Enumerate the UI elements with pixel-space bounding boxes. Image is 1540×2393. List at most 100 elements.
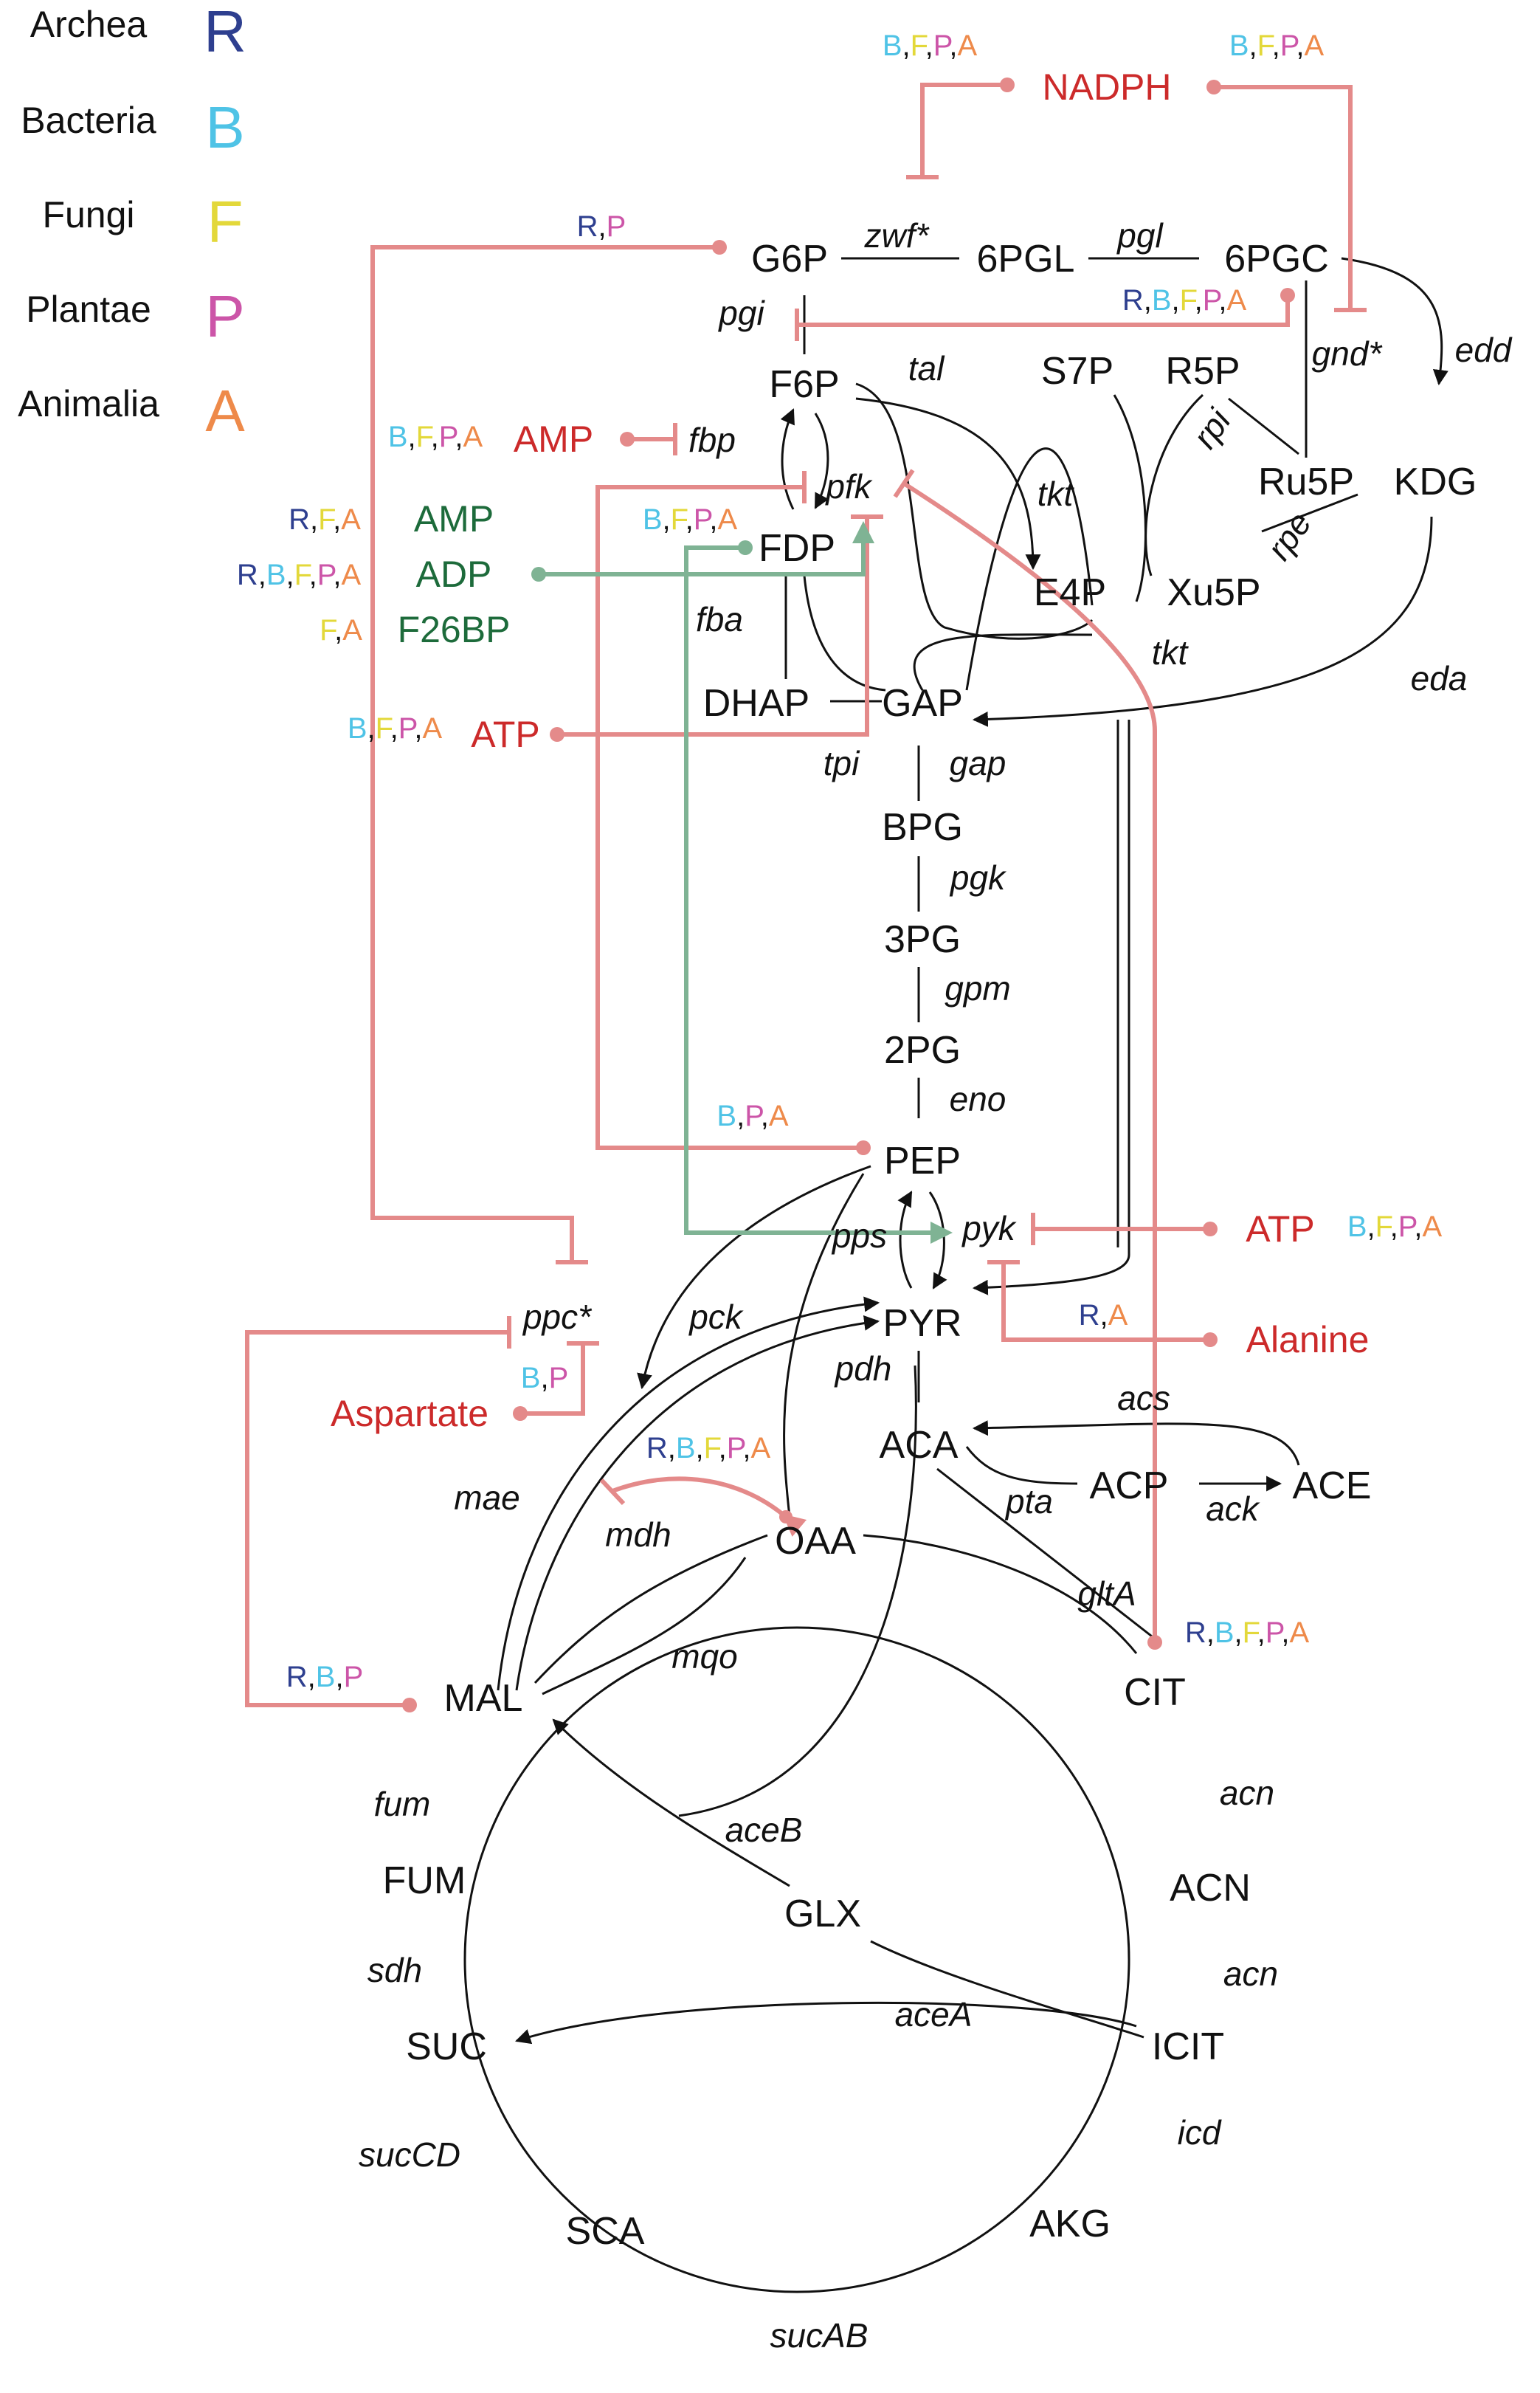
taxa-letter-a: A [957, 30, 977, 62]
taxa-separator: , [1206, 1616, 1215, 1649]
taxa-separator: , [742, 1432, 750, 1464]
taxa-separator: , [1144, 284, 1152, 317]
taxa-letter-a: A [750, 1432, 770, 1464]
taxa-letter-p: P [1266, 1616, 1284, 1649]
enzyme-tkt-2: tkt [1152, 633, 1189, 672]
metabolite-2pg: 2PG [884, 1029, 961, 1072]
legend-letter-b: B [205, 94, 244, 160]
taxa-tag-pep: B,P,A [717, 1100, 788, 1132]
metabolite-fdp: FDP [759, 527, 835, 570]
regulator-atp-pfk: ATP [471, 714, 540, 755]
enzyme-pyk: pyk [961, 1209, 1017, 1247]
taxa-separator: , [431, 421, 439, 453]
legend: Archea R Bacteria B Fungi F Plantae P An… [18, 0, 246, 444]
taxa-separator: , [310, 503, 318, 536]
taxa-letter-p: P [1203, 284, 1221, 317]
enzyme-glta: gltA [1077, 1574, 1136, 1613]
taxa-letter-p: P [745, 1100, 763, 1132]
taxa-separator: , [367, 712, 376, 745]
pathway-lines [463, 257, 1449, 2293]
taxa-letter-r: R [1185, 1616, 1206, 1649]
metabolite-icit: ICIT [1152, 2025, 1224, 2068]
taxa-letter-r: R [237, 559, 258, 591]
taxa-separator: , [1390, 1211, 1398, 1243]
enzyme-acea: aceA [895, 1995, 973, 2034]
taxa-separator: , [1367, 1211, 1375, 1243]
regulator-alanine: Alanine [1246, 1319, 1370, 1360]
taxa-tag-fdp: B,F,P,A [643, 503, 738, 536]
taxa-letter-f: F [416, 421, 433, 453]
taxa-tag-atp-pfk: B,F,P,A [348, 712, 443, 745]
enzyme-mdh: mdh [605, 1515, 671, 1554]
taxa-separator: , [709, 503, 717, 536]
legend-name-fungi: Fungi [42, 194, 134, 235]
enzyme-succd: sucCD [359, 2135, 460, 2174]
taxa-letter-r: R [1079, 1299, 1100, 1332]
taxa-tag-aspartate: B,P [521, 1362, 569, 1394]
taxa-letter-b: B [1215, 1616, 1235, 1649]
metabolite-dhap: DHAP [703, 682, 809, 725]
taxa-letter-b: B [316, 1661, 336, 1693]
taxa-separator: , [1257, 1616, 1266, 1649]
taxa-letter-b: B [643, 503, 663, 536]
metabolite-xu5p: Xu5P [1167, 571, 1260, 614]
taxa-separator: , [334, 614, 342, 647]
enzyme-rpi: rpi [1185, 402, 1239, 455]
taxa-separator: , [1218, 284, 1226, 317]
enzyme-pck: pck [688, 1298, 744, 1336]
regulators: NADPH AMP AMP ADP F26BP ATP ATP Alanine … [331, 66, 1369, 1434]
taxa-letter-f: F [704, 1432, 721, 1464]
taxa-letter-f: F [1243, 1616, 1260, 1649]
metabolite-glx: GLX [784, 1893, 861, 1935]
enzyme-aceb: aceB [725, 1811, 803, 1849]
taxa-letter-f: F [376, 712, 393, 745]
taxa-tag-g6p: R,P [577, 210, 626, 243]
taxa-separator: , [1100, 1299, 1108, 1332]
enzyme-mae: mae [454, 1478, 519, 1517]
taxa-letter-r: R [646, 1432, 668, 1464]
metabolite-acp: ACP [1090, 1464, 1169, 1507]
taxa-letter-p: P [694, 503, 712, 536]
taxa-separator: , [1235, 1616, 1243, 1649]
enzyme-pgi: pgi [717, 294, 765, 332]
metabolite-mal: MAL [444, 1677, 523, 1720]
regulator-atp-pyk: ATP [1246, 1208, 1315, 1250]
taxa-letter-p: P [549, 1362, 569, 1394]
enzyme-icd: icd [1178, 2113, 1222, 2152]
enzyme-pta: pta [1004, 1482, 1053, 1521]
taxa-letter-f: F [1375, 1211, 1392, 1243]
legend-name-bacteria: Bacteria [21, 100, 156, 141]
enzyme-sdh: sdh [367, 1951, 422, 1989]
taxa-tag-f26bp: F,A [320, 614, 362, 647]
metabolite-sca: SCA [566, 2210, 645, 2253]
taxa-letter-a: A [717, 503, 737, 536]
enzyme-fba: fba [696, 600, 743, 638]
taxa-separator: , [1272, 30, 1280, 62]
metabolite-g6p: G6P [751, 238, 828, 280]
metabolite-f6p: F6P [769, 363, 839, 406]
taxa-letter-b: B [1347, 1211, 1367, 1243]
taxa-letter-f: F [1180, 284, 1197, 317]
taxa-letter-p: P [317, 559, 336, 591]
metabolite-fum: FUM [383, 1859, 466, 1902]
metabolite-r5p: R5P [1165, 350, 1240, 393]
metabolite-6pgl: 6PGL [977, 238, 1075, 280]
taxa-separator: , [1195, 284, 1203, 317]
taxa-separator: , [1172, 284, 1180, 317]
regulator-amp-inhibitor: AMP [514, 419, 593, 460]
taxa-letter-p: P [1398, 1211, 1417, 1243]
taxa-tag-amp-inhibitor: B,F,P,A [388, 421, 483, 453]
taxa-separator: , [408, 421, 416, 453]
taxa-letter-f: F [671, 503, 688, 536]
legend-letter-r: R [204, 0, 246, 64]
enzyme-eno: eno [950, 1080, 1006, 1118]
taxa-letter-p: P [607, 210, 626, 243]
taxa-separator: , [258, 559, 266, 591]
taxa-separator: , [390, 712, 398, 745]
enzyme-ppc: ppc* [522, 1298, 593, 1336]
taxa-letter-b: B [1152, 284, 1172, 317]
taxa-letter-f: F [1257, 30, 1274, 62]
taxa-letter-r: R [1122, 284, 1144, 317]
taxa-letter-p: P [727, 1432, 745, 1464]
